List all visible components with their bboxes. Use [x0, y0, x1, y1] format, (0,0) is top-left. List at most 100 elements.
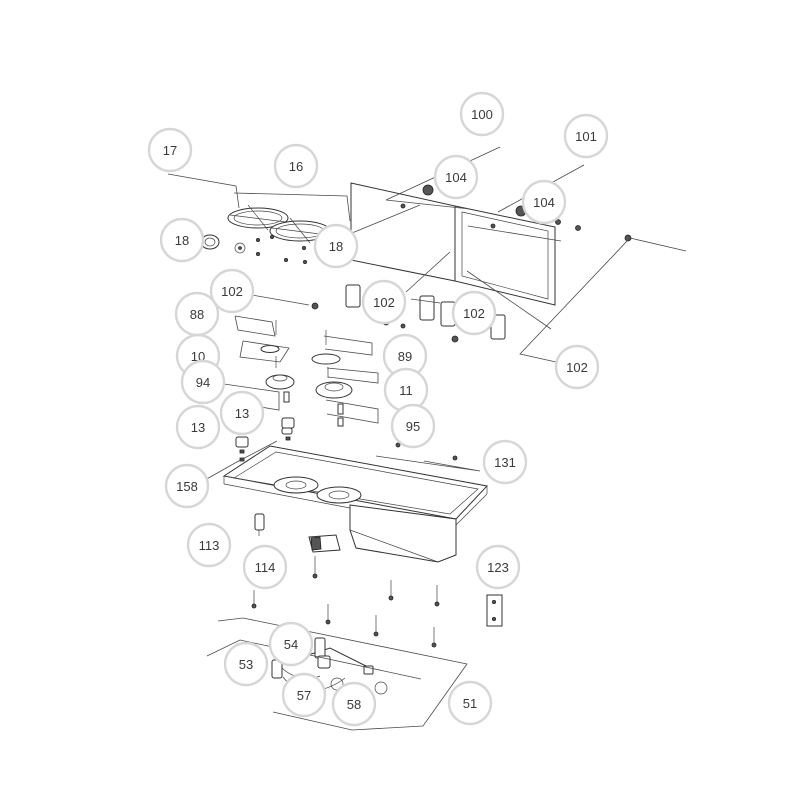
callout-label: 13 [235, 406, 249, 421]
spark-generator [308, 534, 341, 553]
callout-label: 104 [533, 195, 555, 210]
callout-label: 94 [196, 375, 210, 390]
callout-51: 51 [447, 680, 493, 726]
callout-18: 18 [313, 223, 359, 269]
callout-circle [361, 279, 407, 325]
callout-89: 89 [382, 333, 428, 379]
callout-circle [459, 91, 505, 137]
lid-bumper-left [422, 184, 434, 196]
glass-lid-left [350, 182, 456, 282]
callout-label: 88 [190, 307, 204, 322]
callout-label: 123 [487, 560, 509, 575]
callout-158: 158 [164, 463, 210, 509]
callout-circle [209, 268, 255, 314]
callout-102: 102 [361, 279, 407, 325]
callout-114: 114 [242, 544, 288, 590]
pan-support-right [269, 217, 331, 244]
callout-102: 102 [554, 344, 600, 390]
callout-label: 131 [494, 455, 516, 470]
bracket-123 [486, 594, 503, 627]
callout-circle [451, 290, 497, 336]
callout-circle [186, 522, 232, 568]
callout-label: 57 [297, 688, 311, 703]
mounting-screws [251, 556, 440, 648]
callout-53: 53 [223, 641, 269, 687]
callout-label: 18 [175, 233, 189, 248]
callout-label: 11 [399, 383, 413, 398]
callout-113: 113 [186, 522, 232, 568]
callout-circle [164, 463, 210, 509]
callout-circle [268, 621, 314, 667]
callout-label: 53 [239, 657, 253, 672]
callout-94: 94 [180, 359, 226, 405]
parts-drawing [167, 146, 687, 731]
callout-circle [563, 113, 609, 159]
callout-88: 88 [174, 291, 220, 337]
callout-circle [281, 672, 327, 718]
callout-circle [219, 390, 265, 436]
callout-104: 104 [521, 179, 567, 225]
callout-131: 131 [482, 439, 528, 485]
control-knob [200, 234, 246, 254]
callout-label: 102 [221, 284, 243, 299]
callout-17: 17 [147, 127, 193, 173]
hob-sink-unit [222, 442, 488, 563]
callout-circle [482, 439, 528, 485]
callout-100: 100 [459, 91, 505, 137]
callout-label: 102 [566, 360, 588, 375]
callout-circle [175, 404, 221, 450]
callout-circle [242, 544, 288, 590]
callout-label: 17 [163, 143, 177, 158]
callout-102: 102 [209, 268, 255, 314]
callout-54: 54 [268, 621, 314, 667]
callout-16: 16 [273, 143, 319, 189]
callout-circle [521, 179, 567, 225]
callout-label: 100 [471, 107, 493, 122]
callout-18: 18 [159, 217, 205, 263]
pan-support-left [227, 204, 289, 231]
burner-assembly-right [311, 330, 353, 427]
callout-label: 16 [289, 159, 303, 174]
callout-label: 54 [284, 637, 298, 652]
callout-57: 57 [281, 672, 327, 718]
callout-circle [433, 154, 479, 200]
callout-circle [147, 127, 193, 173]
callout-circle [159, 217, 205, 263]
callout-label: 114 [255, 560, 276, 575]
callout-circle [390, 403, 436, 449]
burner-assembly-left [260, 320, 295, 429]
callout-label: 95 [406, 419, 420, 434]
callout-label: 113 [199, 538, 220, 553]
callout-label: 58 [347, 697, 361, 712]
callout-circle [475, 544, 521, 590]
callout-104: 104 [433, 154, 479, 200]
callout-circle [313, 223, 359, 269]
callout-label: 102 [373, 295, 395, 310]
valve-knobs [235, 427, 293, 462]
callout-label: 18 [329, 239, 343, 254]
callout-label: 101 [575, 129, 597, 144]
callout-circle [223, 641, 269, 687]
callout-58: 58 [331, 681, 377, 727]
callout-circle [180, 359, 226, 405]
callout-102: 102 [451, 290, 497, 336]
callout-label: 89 [398, 349, 412, 364]
callout-circle [273, 143, 319, 189]
callout-95: 95 [390, 403, 436, 449]
callout-13: 13 [175, 404, 221, 450]
callout-label: 158 [176, 479, 198, 494]
callout-101: 101 [563, 113, 609, 159]
callout-label: 51 [463, 696, 477, 711]
callout-circle [331, 681, 377, 727]
callout-circle [447, 680, 493, 726]
callout-label: 13 [191, 420, 205, 435]
callout-label: 104 [445, 170, 467, 185]
callout-13: 13 [219, 390, 265, 436]
callout-label: 102 [463, 306, 485, 321]
callout-circle [554, 344, 600, 390]
assembly-guide-lines [167, 146, 687, 731]
ignition-unit [254, 513, 265, 536]
callout-123: 123 [475, 544, 521, 590]
